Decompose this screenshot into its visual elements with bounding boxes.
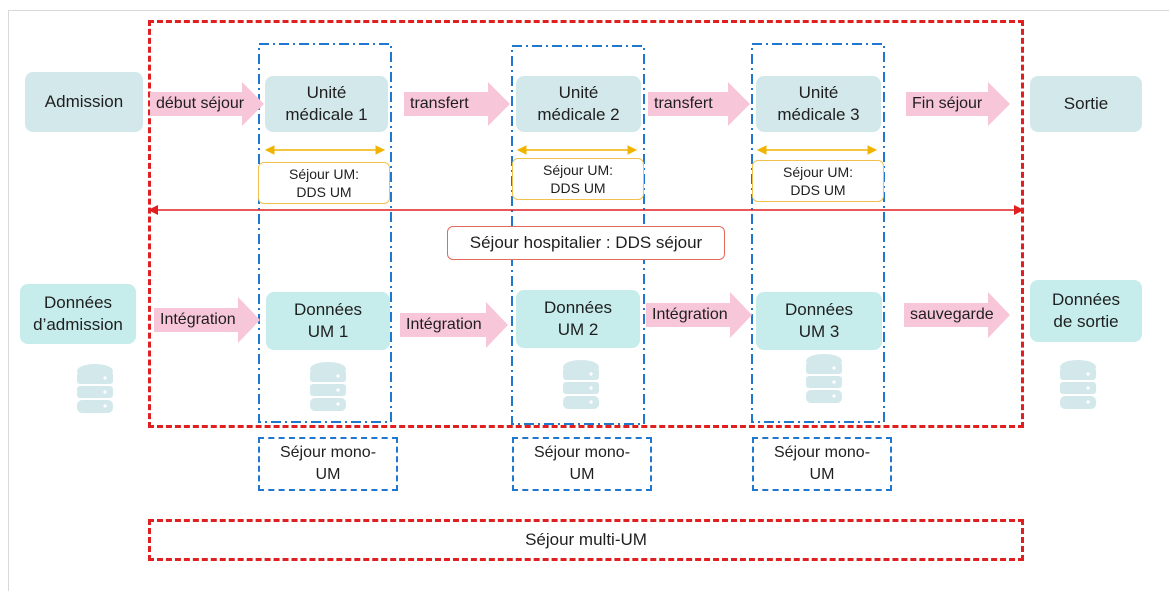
admission-label: Admission	[44, 92, 124, 111]
donnees-sortie-box: Données de sortie	[1030, 280, 1142, 342]
unit-box-3: Unité médicale 3	[756, 76, 881, 132]
database-icon	[563, 360, 599, 409]
arrow-label: Intégration	[652, 306, 728, 323]
donnees-um-line1: Données	[543, 298, 613, 317]
donnees-admission-box: Données d’admission	[20, 284, 136, 344]
hospital-stay-arrow-right-head	[1014, 205, 1024, 215]
sejour-um-line2: DDS UM	[550, 180, 606, 196]
arrow-transfert-1: transfert	[404, 82, 510, 126]
sejour-um-box-2: Séjour UM: DDS UM	[512, 158, 644, 200]
mono-um-line1: Séjour mono-	[533, 444, 631, 461]
arrow-integration-1: Intégration	[154, 297, 260, 343]
unit-box-1: Unité médicale 1	[265, 76, 388, 132]
unit-line1: Unité	[306, 83, 347, 102]
donnees-admission-line2: d’admission	[33, 315, 123, 334]
arrow-label: Fin séjour	[912, 95, 983, 112]
donnees-um-line2: UM 1	[307, 322, 349, 341]
donnees-um-line2: UM 3	[798, 322, 840, 341]
donnees-um-box-1: Données UM 1	[266, 292, 390, 350]
mono-um-line2: UM	[569, 466, 595, 483]
mono-um-box-2: Séjour mono- UM	[512, 437, 652, 491]
arrow-label: début séjour	[156, 95, 245, 112]
arrow-label: transfert	[410, 95, 469, 112]
sortie-box: Sortie	[1030, 76, 1142, 132]
donnees-um-line1: Données	[293, 300, 363, 319]
sejour-um-line1: Séjour UM:	[542, 162, 614, 178]
unit-line2: médicale 1	[285, 105, 368, 124]
donnees-um-line1: Données	[784, 300, 854, 319]
arrow-integration-2: Intégration	[400, 302, 508, 348]
unit-line2: médicale 2	[537, 105, 620, 124]
sejour-hospitalier-box: Séjour hospitalier : DDS séjour	[447, 226, 725, 260]
database-icon	[310, 362, 346, 411]
canvas-frame	[8, 10, 1169, 591]
um-duration-arrow-1	[264, 145, 386, 155]
donnees-sortie-line1: Données	[1051, 290, 1121, 309]
sejour-um-line1: Séjour UM:	[782, 164, 854, 180]
mono-um-line2: UM	[809, 466, 835, 483]
database-icon	[1060, 360, 1096, 409]
multi-um-boundary	[148, 20, 1024, 428]
sejour-um-line2: DDS UM	[790, 182, 846, 198]
arrow-label: Intégration	[406, 316, 482, 333]
arrow-transfert-2: transfert	[648, 82, 750, 126]
um-duration-arrow-2	[516, 145, 638, 155]
arrow-fin-sejour: Fin séjour	[906, 82, 1010, 126]
multi-um-label: Séjour multi-UM	[525, 530, 647, 549]
arrow-debut-sejour: début séjour	[150, 82, 264, 126]
database-icon	[77, 364, 113, 413]
unit-box-2: Unité médicale 2	[516, 76, 641, 132]
sortie-label: Sortie	[1063, 94, 1109, 113]
mono-um-box-1: Séjour mono- UM	[258, 437, 398, 491]
mono-um-line2: UM	[315, 466, 341, 483]
unit-line2: médicale 3	[777, 105, 860, 124]
um-duration-arrow-3	[756, 145, 878, 155]
sejour-um-line1: Séjour UM:	[288, 166, 360, 182]
arrow-integration-3: Intégration	[646, 292, 752, 338]
database-icon	[806, 354, 842, 403]
arrow-sauvegarde: sauvegarde	[904, 292, 1010, 338]
unit-line1: Unité	[798, 83, 839, 102]
unit-column-1	[258, 43, 392, 423]
donnees-admission-line1: Données	[43, 293, 113, 312]
multi-um-box: Séjour multi-UM	[148, 519, 1024, 561]
sejour-um-box-1: Séjour UM: DDS UM	[258, 162, 390, 204]
donnees-um-line2: UM 2	[557, 320, 599, 339]
donnees-sortie-line2: de sortie	[1053, 312, 1119, 331]
arrow-label: Intégration	[160, 311, 236, 328]
sejour-um-box-3: Séjour UM: DDS UM	[752, 160, 884, 202]
unit-line1: Unité	[558, 83, 599, 102]
arrow-label: transfert	[654, 95, 713, 112]
hospital-stay-arrow-left-head	[148, 205, 158, 215]
mono-um-box-3: Séjour mono- UM	[752, 437, 892, 491]
donnees-um-box-2: Données UM 2	[516, 290, 640, 348]
unit-column-3	[751, 43, 885, 423]
donnees-um-box-3: Données UM 3	[756, 292, 882, 350]
sejour-hospitalier-label: Séjour hospitalier : DDS séjour	[469, 233, 703, 252]
sejour-um-line2: DDS UM	[296, 184, 352, 200]
admission-box: Admission	[25, 72, 143, 132]
arrow-label: sauvegarde	[910, 306, 994, 323]
mono-um-line1: Séjour mono-	[279, 444, 377, 461]
mono-um-line1: Séjour mono-	[773, 444, 871, 461]
